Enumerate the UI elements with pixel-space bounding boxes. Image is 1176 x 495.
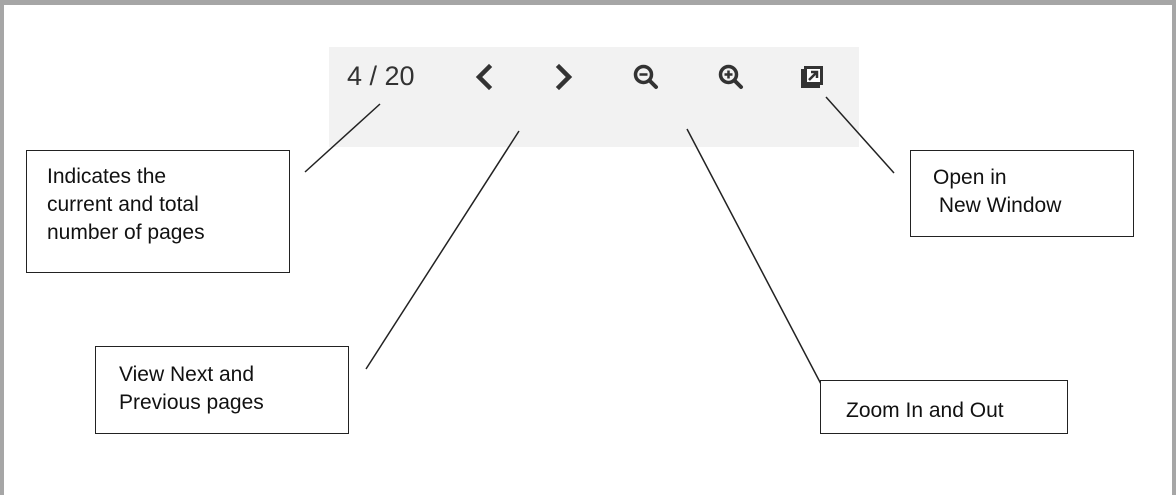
next-page-button[interactable] — [544, 57, 584, 97]
callout-navigation: View Next and Previous pages — [95, 346, 349, 434]
callout-zoom: Zoom In and Out — [820, 380, 1068, 434]
leader-line-page-count — [304, 103, 381, 173]
zoom-in-button[interactable] — [711, 57, 751, 97]
page-counter: 4 / 20 — [347, 61, 415, 91]
leader-line-new-window — [825, 96, 895, 174]
callout-zoom-line1: Zoom In and Out — [846, 399, 1004, 422]
leader-line-navigation — [365, 130, 520, 370]
callout-page-count-line2: current and total — [47, 193, 199, 216]
callout-page-count-line1: Indicates the — [47, 165, 167, 188]
zoom-out-button[interactable] — [626, 57, 666, 97]
external-link-icon — [801, 66, 823, 88]
callout-page-count-line3: number of pages — [47, 221, 205, 244]
callout-navigation-line2: Previous pages — [119, 391, 264, 414]
chevron-right-icon — [555, 63, 573, 91]
callout-page-count: Indicates the current and total number o… — [26, 150, 290, 273]
zoom-out-icon — [633, 64, 658, 89]
previous-page-button[interactable] — [464, 57, 504, 97]
viewer-toolbar: 4 / 20 — [329, 47, 859, 147]
chevron-left-icon — [475, 63, 493, 91]
callout-new-window: Open in New Window — [910, 150, 1134, 237]
callout-new-window-line1: Open in — [933, 166, 1007, 189]
callout-navigation-line1: View Next and — [119, 363, 255, 386]
open-new-window-button[interactable] — [792, 57, 832, 97]
leader-line-zoom — [686, 128, 833, 406]
zoom-in-icon — [718, 64, 743, 89]
callout-new-window-line2: New Window — [933, 194, 1062, 217]
